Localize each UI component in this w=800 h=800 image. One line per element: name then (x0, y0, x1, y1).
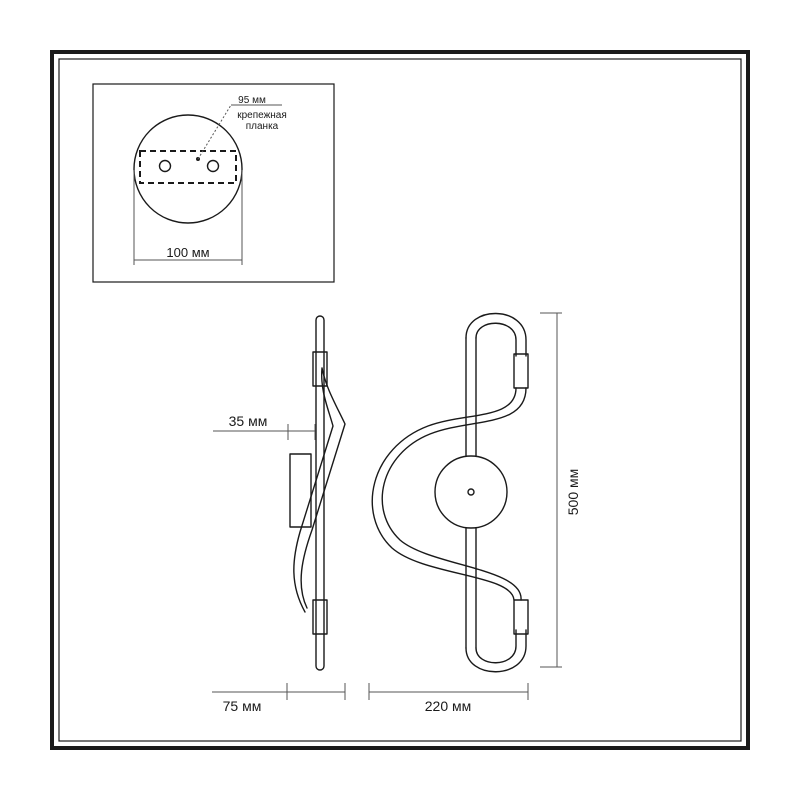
front-connector-bottom (513, 599, 529, 635)
outer-frame (50, 50, 750, 750)
side-clip-bottom (312, 599, 328, 635)
screw-hole-left (158, 159, 172, 173)
front-s-tube (371, 387, 527, 601)
mount-plate-box (92, 83, 335, 283)
front-canopy-outer (434, 455, 508, 529)
bar-leader-line (197, 104, 232, 160)
mount-plate-circle (133, 114, 243, 224)
mounting-bar (139, 150, 237, 184)
side-clip-top (312, 351, 328, 387)
front-canopy-screw (467, 488, 475, 496)
inner-frame (58, 58, 742, 742)
front-connector-top (513, 353, 529, 389)
front-top-loop (465, 312, 527, 357)
offset-dimension-text: 35 мм (229, 413, 268, 429)
width-dimension-text: 220 мм (425, 698, 472, 714)
side-curved-tube (293, 367, 346, 613)
side-canopy (289, 453, 312, 528)
height-dimension-text: 500 мм (565, 469, 581, 516)
bar-label-line2: планка (246, 121, 279, 132)
screw-hole-right (206, 159, 220, 173)
bar-label-line1: крепежная (237, 110, 287, 121)
front-view: 500 мм 220 мм (368, 312, 581, 714)
depth-dimension-text: 75 мм (223, 698, 262, 714)
side-view: 35 мм 75 мм (212, 315, 346, 714)
diameter-dimension-text: 100 мм (166, 245, 209, 260)
bar-dimension-text: 95 мм (238, 95, 266, 106)
mount-plate-view: 95 мм крепежная планка 100 мм (92, 83, 335, 283)
front-bottom-loop (465, 629, 527, 673)
